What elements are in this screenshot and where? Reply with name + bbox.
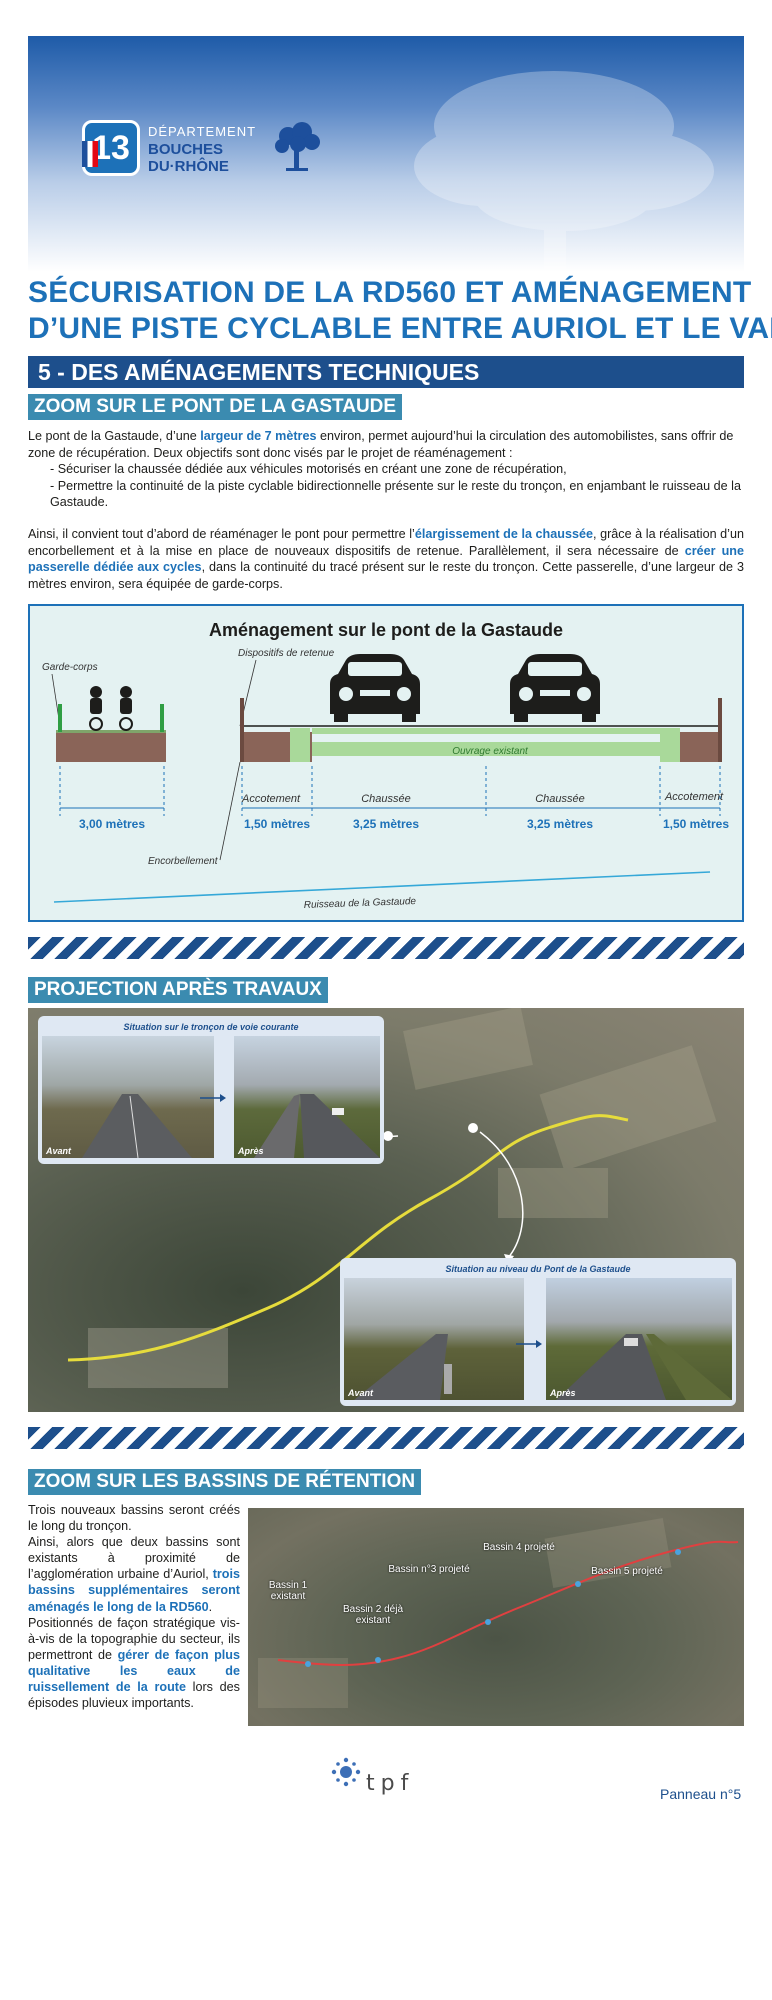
tpf-wordmark: tpf: [366, 1771, 414, 1796]
dim-passerelle-value: 3,00 mètres: [79, 817, 145, 831]
dim-accotement-right-value: 1,50 mètres: [663, 817, 729, 831]
intro-bullet-1: - Sécuriser la chaussée dédiée aux véhic…: [50, 462, 567, 476]
intro-paragraph: Le pont de la Gastaude, d’une largeur de…: [28, 428, 744, 511]
logo-badge-number: 13: [92, 129, 130, 167]
car-icon: [330, 654, 420, 722]
section-heading: 5 - DES AMÉNAGEMENTS TECHNIQUES: [28, 356, 744, 388]
tpf-star-icon: [331, 1757, 361, 1787]
guardrail-left: [58, 704, 62, 732]
label-ruisseau: Ruisseau de la Gastaude: [304, 896, 417, 911]
bassins-aerial-map: Bassin 1 existant Bassin 2 déjà existant…: [248, 1508, 744, 1726]
panel-number: Panneau n°5: [660, 1786, 742, 1802]
main-title-line-1: SÉCURISATION DE LA RD560 ET AMÉNAGEMENT: [28, 276, 752, 309]
bridge-diagram: Aménagement sur le pont de la Gastaude G…: [28, 604, 744, 922]
dim-accotement-right-label: Accotement: [664, 791, 724, 803]
arrow-right-icon: [516, 1340, 542, 1348]
rd560-route: [67, 1114, 629, 1362]
logo-line-3: DU·RHÔNE: [148, 158, 229, 175]
header-banner: 13 DÉPARTEMENT BOUCHES DU·RHÔNE: [28, 36, 744, 272]
label-encorbellement: Encorbellement: [148, 856, 219, 867]
label-garde-corps: Garde-corps: [42, 662, 98, 673]
bridge-diagram-svg: Aménagement sur le pont de la Gastaude G…: [42, 620, 729, 911]
passerelle-deck: [56, 732, 166, 762]
dim-accotement-left-value: 1,50 mètres: [244, 817, 310, 831]
zoom-bassins-heading: ZOOM SUR LES BASSINS DE RÉTENTION: [28, 1469, 422, 1495]
location-marker-icon: [468, 1123, 478, 1133]
map-label-bassin-3: Bassin n°3 projeté: [388, 1564, 470, 1575]
photo-avant-1: Avant: [42, 1036, 214, 1158]
dim-chaussee-1-label: Chaussée: [361, 793, 411, 805]
projection-heading: PROJECTION APRÈS TRAVAUX: [28, 977, 328, 1003]
photo-avant-2: Avant: [344, 1278, 524, 1400]
zoom-pont-heading: ZOOM SUR LE PONT DE LA GASTAUDE: [28, 394, 403, 420]
location-marker-icon: [383, 1131, 393, 1141]
aerial-projection-photo: Situation sur le tronçon de voie courant…: [28, 1008, 744, 1412]
map-label-bassin-4: Bassin 4 projeté: [483, 1542, 555, 1553]
encorbellement-right: [680, 732, 720, 762]
department-logo: 13 DÉPARTEMENT BOUCHES DU·RHÔNE: [82, 120, 322, 180]
intro-sentence: Le pont de la Gastaude, d’une largeur de…: [28, 429, 734, 460]
cyclist-icon: [89, 686, 133, 731]
dim-chaussee-2-label: Chaussée: [535, 793, 585, 805]
bassins-map-svg: [258, 1517, 739, 1708]
bassins-text-1: Trois nouveaux bassins seront créés le l…: [28, 1503, 240, 1534]
aerial-map-svg: [67, 1008, 717, 1388]
car-icon: [510, 654, 600, 722]
dim-chaussee-1-value: 3,25 mètres: [353, 817, 419, 831]
stripe-divider-1: [28, 937, 744, 959]
existing-structure: [312, 742, 662, 756]
pont-paragraph: Ainsi, il convient tout d’abord de réamé…: [28, 527, 745, 591]
tree-decoration-icon: [414, 71, 714, 272]
logo-line-1: DÉPARTEMENT: [148, 124, 257, 139]
inset-voie-courante: Situation sur le tronçon de voie courant…: [38, 1016, 384, 1164]
logo-badge: 13: [82, 120, 140, 176]
caption-avant-1: Avant: [46, 1146, 72, 1156]
arrow-right-icon: [200, 1094, 226, 1102]
intro-bullet-2: - Permettre la continuité de la piste cy…: [50, 478, 741, 510]
label-ouvrage: Ouvrage existant: [452, 746, 529, 757]
inset-voie-courante-title: Situation sur le tronçon de voie courant…: [123, 1022, 299, 1032]
stripe-divider-2: [28, 1427, 744, 1449]
ruisseau-line: [53, 871, 711, 903]
map-label-bassin-5: Bassin 5 projeté: [591, 1566, 663, 1577]
photo-apres-2: Après: [546, 1278, 732, 1400]
map-label-bassin-2: Bassin 2 déjà existant: [342, 1604, 404, 1626]
main-title-line-2: D’UNE PISTE CYCLABLE ENTRE AURIOL ET LE …: [28, 312, 772, 345]
bassins-text-2: Ainsi, alors que deux bassins sont exist…: [28, 1535, 240, 1614]
dim-accotement-left-label: Accotement: [241, 793, 301, 805]
caption-avant-2: Avant: [348, 1388, 374, 1398]
caption-apres-1: Après: [238, 1146, 264, 1156]
inset-pont-gastaude: Situation au niveau du Pont de la Gastau…: [340, 1258, 736, 1406]
photo-apres-1: Après: [234, 1036, 380, 1158]
caption-apres-2: Après: [550, 1388, 576, 1398]
label-dispositifs: Dispositifs de retenue: [238, 648, 335, 659]
olive-tree-icon: [275, 122, 320, 171]
logo-line-2: BOUCHES: [148, 141, 224, 158]
bassins-text-3: Positionnés de façon stratégique vis-à-v…: [28, 1615, 240, 1711]
diagram-title: Aménagement sur le pont de la Gastaude: [209, 620, 563, 640]
tpf-logo: tpf: [331, 1757, 414, 1796]
bassins-paragraph: Trois nouveaux bassins seront créés le l…: [28, 1502, 240, 1711]
map-label-bassin-1: Bassin 1 existant: [268, 1580, 308, 1602]
rd560-route-red: [277, 1540, 739, 1666]
flag-icon: [82, 141, 98, 167]
guardrail-right: [160, 704, 164, 732]
dim-chaussee-2-value: 3,25 mètres: [527, 817, 593, 831]
inset-pont-title: Situation au niveau du Pont de la Gastau…: [445, 1264, 631, 1274]
